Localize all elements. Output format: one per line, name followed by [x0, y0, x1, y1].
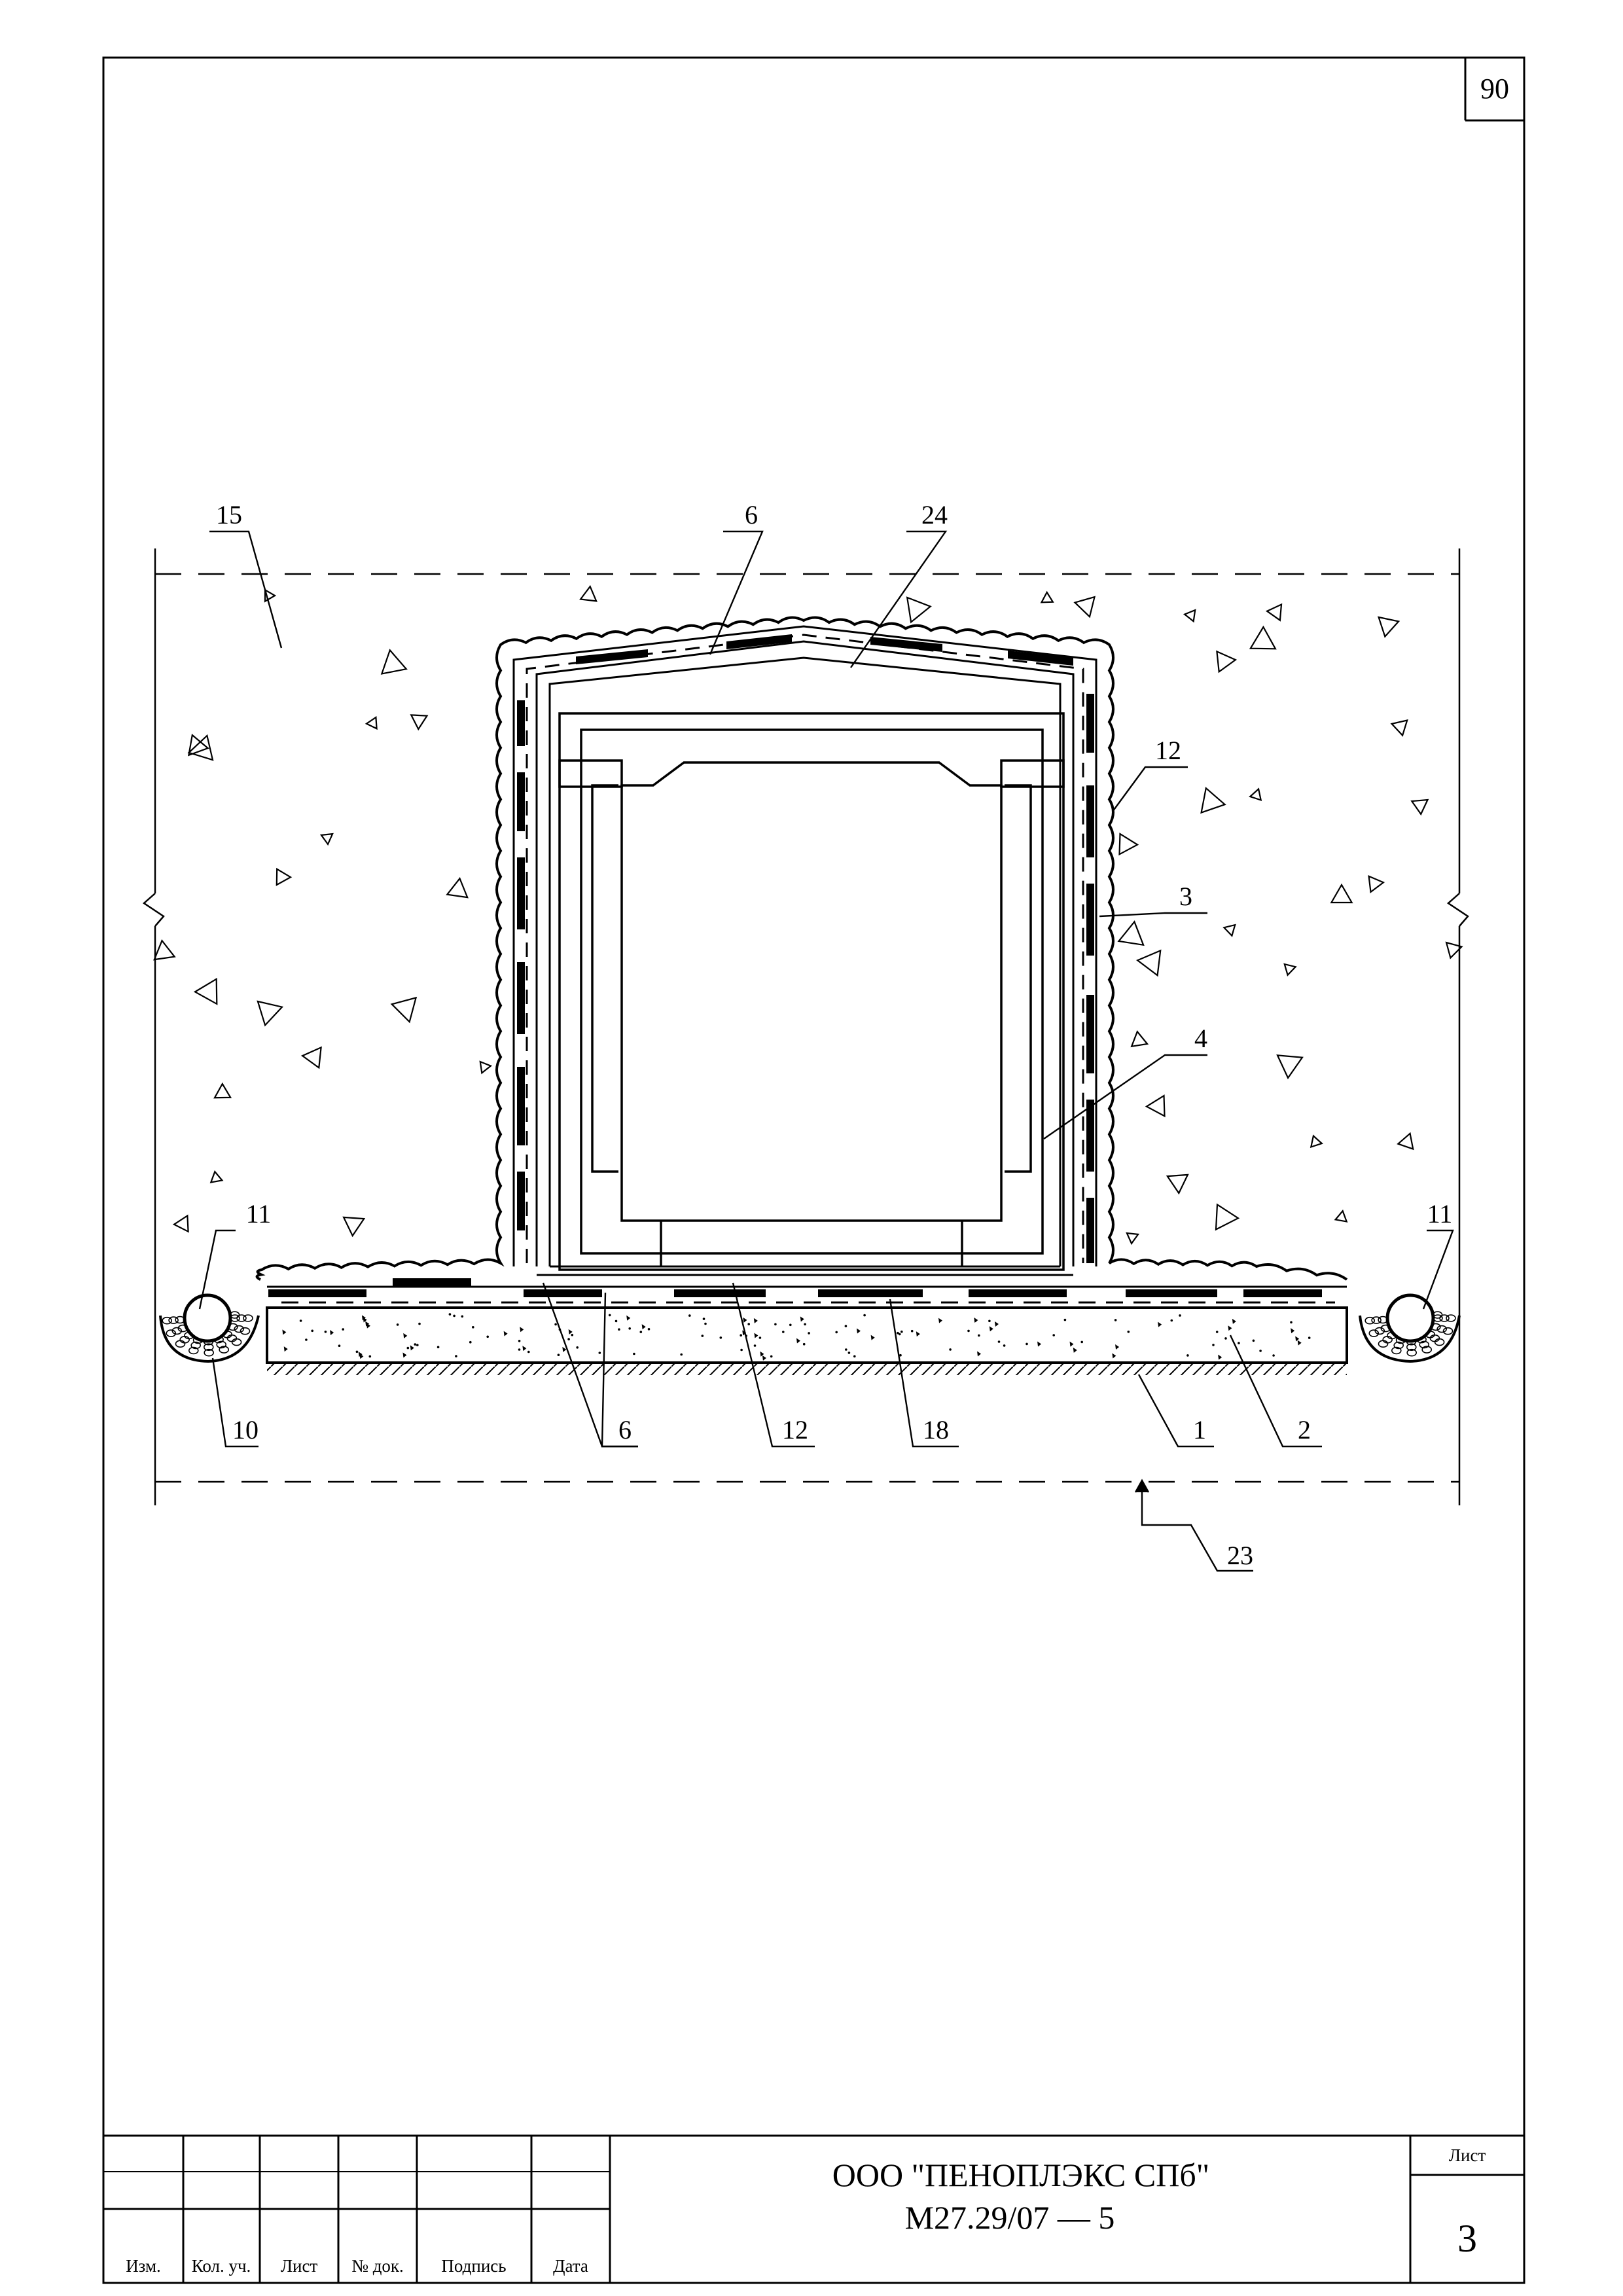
company-name: ООО "ПЕНОПЛЭКС СПб" — [832, 2157, 1209, 2193]
callout-3: 3 — [1179, 882, 1192, 911]
insulation-layers — [255, 616, 1348, 1304]
header-signature: Подпись — [441, 2256, 506, 2276]
header-list: Лист — [281, 2256, 318, 2276]
sheet-number-top: 90 — [1480, 73, 1509, 105]
backfill-aggregate-symbols — [153, 584, 1463, 1246]
backfill-boundaries — [142, 548, 1469, 1505]
leader-lines — [198, 530, 1454, 1572]
drainage-pipe-right — [1359, 1293, 1461, 1363]
callout-12-bottom: 12 — [782, 1415, 808, 1444]
callout-10: 10 — [232, 1415, 259, 1444]
callout-4: 4 — [1194, 1024, 1207, 1053]
header-date: Дата — [553, 2256, 588, 2276]
sheet-label: Лист — [1449, 2145, 1486, 2165]
culvert-channel — [558, 712, 1065, 1271]
document-code: М27.29/07 — 5 — [905, 2199, 1115, 2236]
callout-12-right: 12 — [1155, 736, 1181, 765]
callout-11-right: 11 — [1427, 1199, 1453, 1229]
sheet-frame — [102, 56, 1525, 2284]
title-block-headers: Изм. Кол. уч. Лист № док. Подпись Дата — [126, 2256, 588, 2276]
header-kol-uch: Кол. уч. — [192, 2256, 251, 2276]
drainage-pipe-left — [159, 1293, 260, 1363]
concrete-base-slab — [266, 1306, 1348, 1364]
callout-6-top: 6 — [745, 500, 758, 529]
natural-soil-hatch — [267, 1363, 1347, 1375]
callout-24: 24 — [921, 500, 948, 529]
callout-1: 1 — [1193, 1415, 1206, 1444]
waterproofing-membrane — [268, 634, 1322, 1297]
callout-18: 18 — [923, 1415, 949, 1444]
header-izm: Изм. — [126, 2256, 161, 2276]
callout-labels: 15 6 24 12 3 4 11 11 10 6 12 18 1 2 23 — [216, 500, 1452, 1570]
title-block — [103, 2134, 1524, 2283]
callout-6-bottom: 6 — [618, 1415, 632, 1444]
sheet-value: 3 — [1457, 2217, 1477, 2260]
header-doc-no: № док. — [351, 2256, 404, 2276]
callout-15: 15 — [216, 500, 242, 529]
callout-23: 23 — [1227, 1541, 1253, 1570]
callout-2: 2 — [1298, 1415, 1311, 1444]
callout-11-left: 11 — [246, 1199, 272, 1229]
